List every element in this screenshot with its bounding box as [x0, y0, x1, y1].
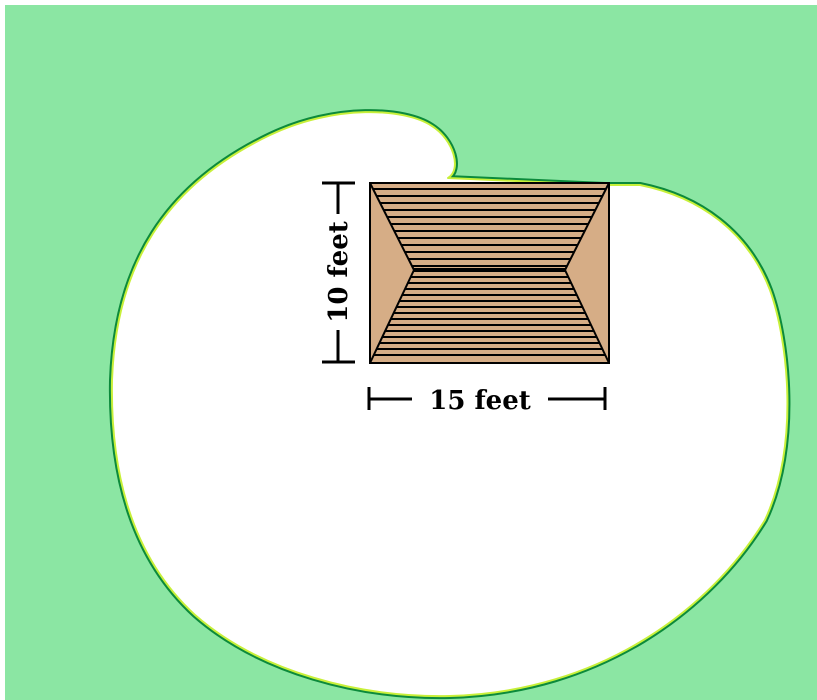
reachable-region-outline-light: [110, 111, 789, 698]
width-dimension: 15 feet: [367, 386, 607, 416]
height-label: 10 feet: [324, 221, 354, 323]
width-label: 15 feet: [429, 386, 531, 416]
height-dimension: 10 feet: [322, 181, 355, 364]
shed-roof: [369, 182, 610, 364]
roof-slats: [373, 188, 606, 356]
